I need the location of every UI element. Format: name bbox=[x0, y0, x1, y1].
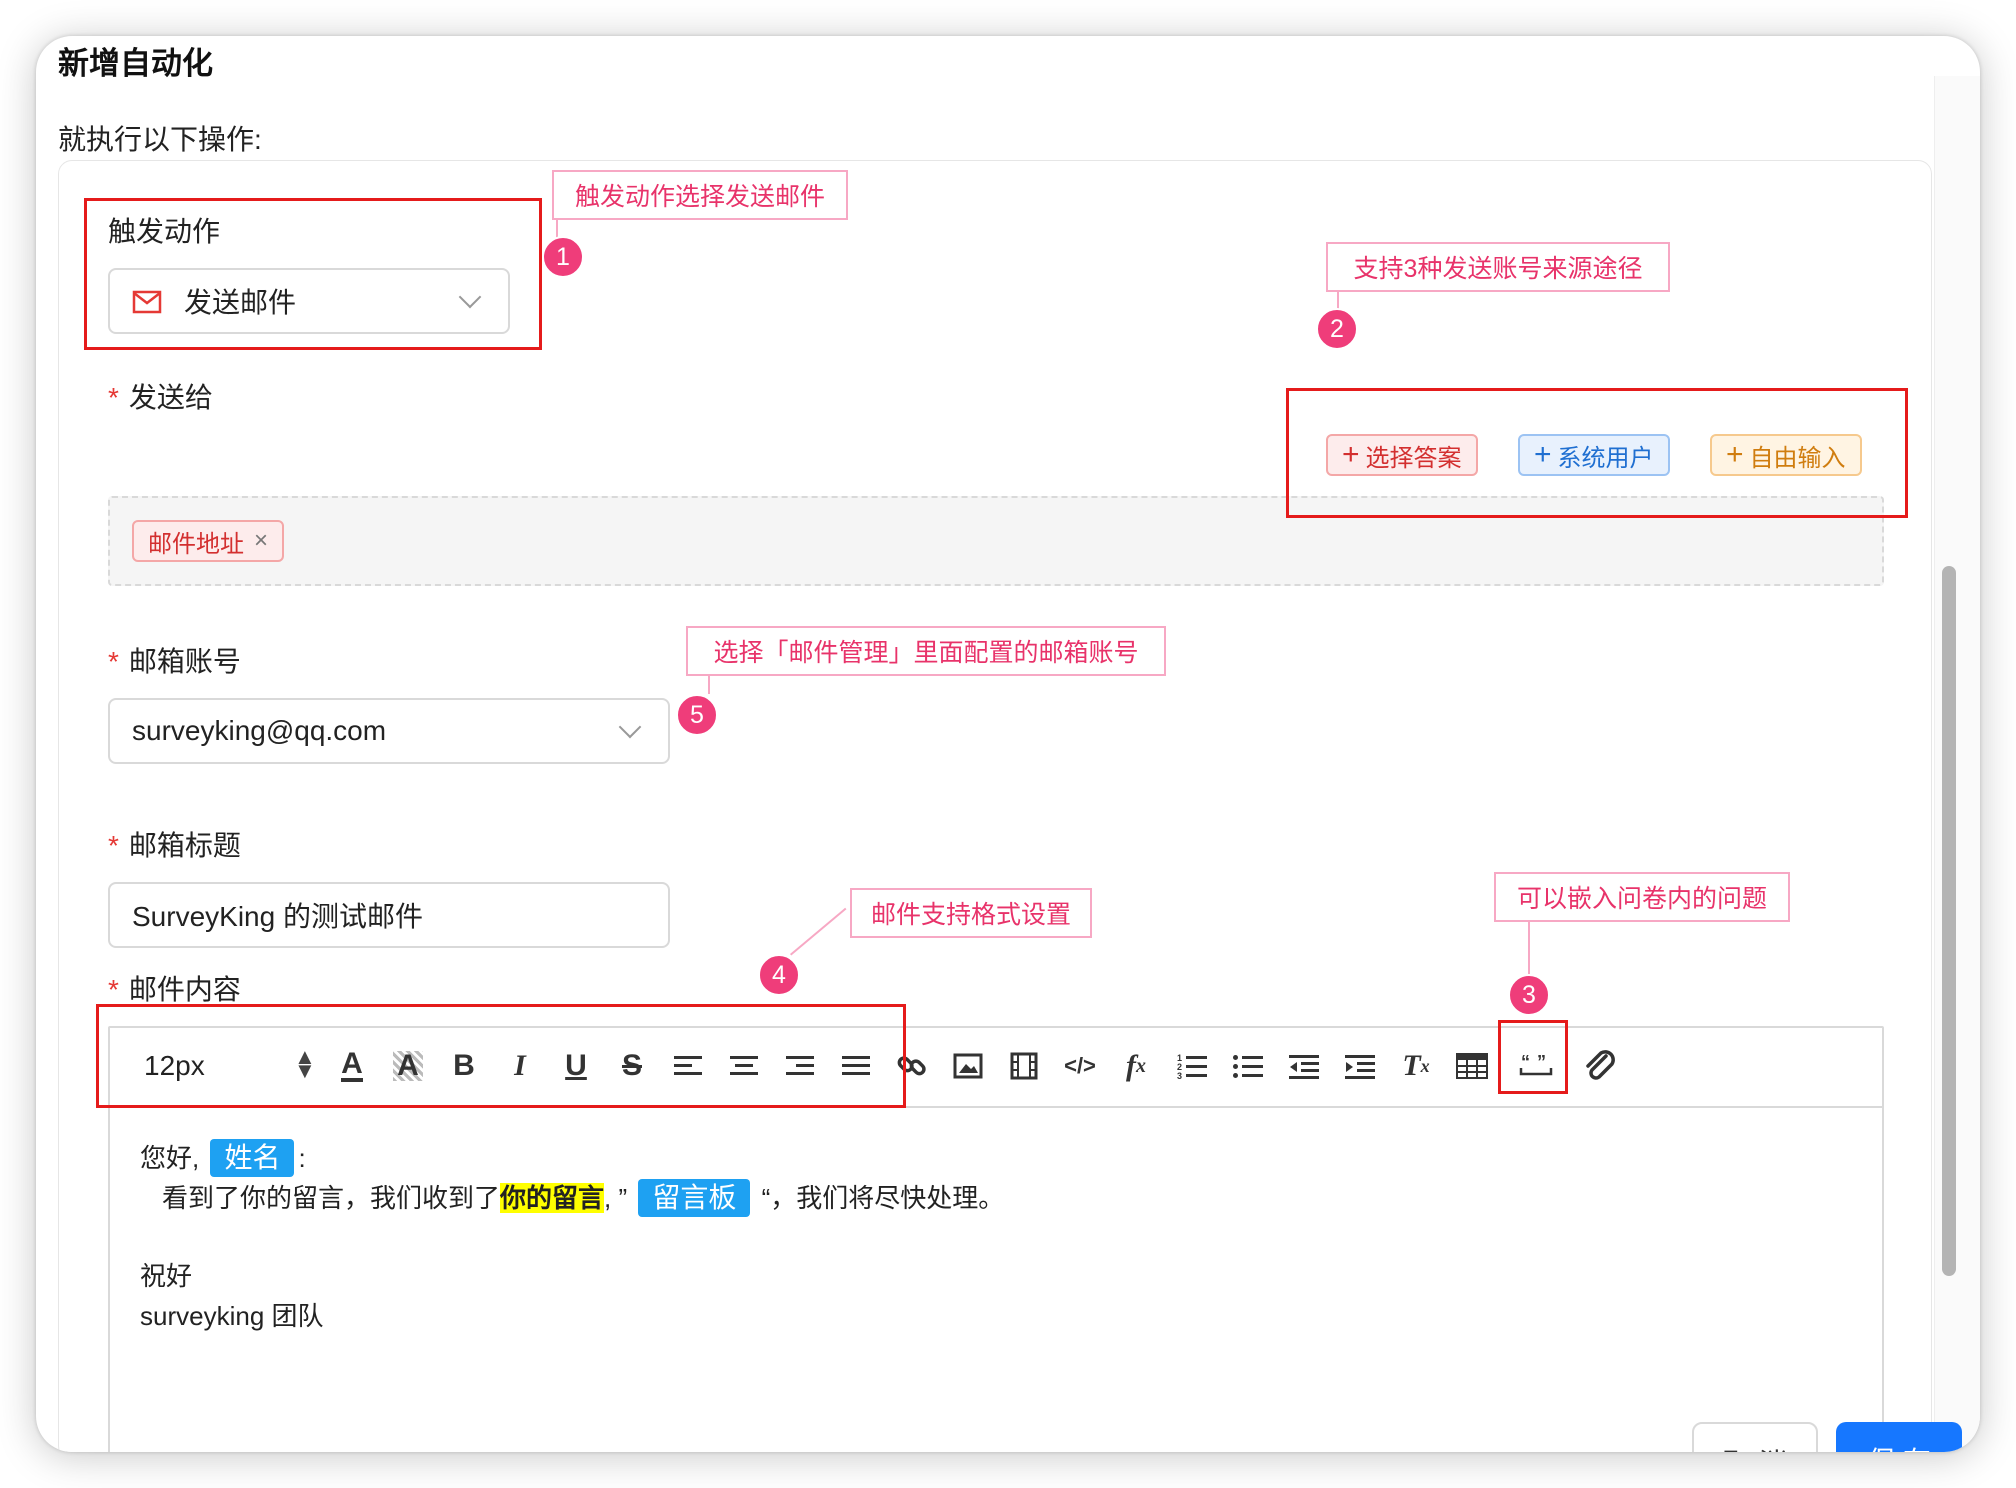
image-icon[interactable] bbox=[948, 1046, 988, 1086]
plus-icon: + bbox=[1726, 438, 1744, 471]
highlight-box-format bbox=[96, 1004, 906, 1108]
close-icon[interactable]: × bbox=[254, 527, 269, 554]
svg-text:2: 2 bbox=[1177, 1062, 1182, 1072]
badge-5: 5 bbox=[676, 694, 718, 736]
leader-line-2 bbox=[1337, 290, 1339, 316]
plus-icon: + bbox=[1342, 438, 1360, 471]
scrollbar-thumb[interactable] bbox=[1942, 566, 1956, 1276]
mail-account-value: surveyking@qq.com bbox=[132, 715, 387, 746]
system-user-button[interactable]: +系统用户 bbox=[1518, 434, 1670, 476]
highlight-box-sources bbox=[1286, 388, 1908, 518]
greeting-line: 您好, 姓名: bbox=[140, 1138, 1004, 1178]
indent-icon[interactable] bbox=[1340, 1046, 1380, 1086]
font-size-select[interactable]: 12px bbox=[144, 1050, 205, 1081]
mail-icon bbox=[132, 289, 162, 314]
highlight-box-trigger bbox=[84, 198, 542, 350]
align-left-icon[interactable] bbox=[668, 1046, 708, 1086]
message-line: 看到了你的留言，我们收到了你的留言, ” 留言板 “，我们将尽快处理。 bbox=[140, 1178, 1004, 1218]
svg-text:3: 3 bbox=[1177, 1071, 1182, 1079]
annotation-5: 选择「邮件管理」里面配置的邮箱账号 bbox=[686, 626, 1166, 676]
italic-icon[interactable]: I bbox=[514, 1049, 526, 1082]
align-justify-icon[interactable] bbox=[836, 1046, 876, 1086]
link-icon[interactable] bbox=[892, 1046, 932, 1086]
variable-tag-board[interactable]: 留言板 bbox=[638, 1179, 751, 1217]
trigger-label: 触发动作 bbox=[108, 216, 221, 247]
strikethrough-icon[interactable]: S bbox=[621, 1049, 642, 1082]
variable-tag-name[interactable]: 姓名 bbox=[210, 1139, 295, 1177]
mail-account-label: *邮箱账号 bbox=[108, 646, 241, 677]
badge-4: 4 bbox=[758, 954, 800, 996]
svg-text:”: ” bbox=[1537, 1054, 1546, 1072]
section-subtitle: 就执行以下操作: bbox=[58, 124, 262, 155]
background-color-icon[interactable]: A bbox=[388, 1046, 428, 1086]
bullet-list-icon[interactable] bbox=[1228, 1046, 1268, 1086]
leader-line-3 bbox=[1528, 920, 1530, 974]
bold-icon[interactable]: B bbox=[453, 1049, 475, 1082]
code-icon[interactable]: </> bbox=[1064, 1053, 1096, 1078]
align-right-icon[interactable] bbox=[780, 1046, 820, 1086]
badge-3: 3 bbox=[1508, 974, 1550, 1016]
underline-icon[interactable]: U bbox=[565, 1049, 587, 1082]
highlight-box-embed bbox=[1498, 1020, 1568, 1094]
cancel-button[interactable]: 取 消 bbox=[1692, 1422, 1818, 1452]
signature-line: surveyking 团队 bbox=[140, 1301, 324, 1331]
badge-1: 1 bbox=[542, 236, 584, 278]
editor-toolbar: 12px ▲▼ A A B I U S bbox=[110, 1028, 1882, 1108]
scrollbar-track[interactable] bbox=[1934, 76, 1980, 1452]
svg-text:1: 1 bbox=[1177, 1053, 1182, 1063]
recipient-chip: 邮件地址× bbox=[132, 520, 285, 562]
mail-account-select[interactable]: surveyking@qq.com bbox=[108, 698, 670, 764]
send-to-label: *发送给 bbox=[108, 382, 213, 413]
video-icon[interactable] bbox=[1004, 1046, 1044, 1086]
select-answer-button[interactable]: +选择答案 bbox=[1326, 434, 1478, 476]
stepper-icon[interactable]: ▲▼ bbox=[294, 1044, 316, 1083]
trigger-value: 发送邮件 bbox=[184, 287, 297, 318]
closing-line: 祝好 bbox=[140, 1261, 193, 1291]
annotation-1: 触发动作选择发送邮件 bbox=[552, 170, 848, 220]
annotation-3: 可以嵌入问卷内的问题 bbox=[1494, 872, 1790, 922]
align-center-icon[interactable] bbox=[724, 1046, 764, 1086]
leader-line-5 bbox=[708, 672, 710, 694]
chevron-down-icon bbox=[618, 715, 642, 739]
font-color-icon[interactable]: A bbox=[341, 1047, 363, 1082]
trigger-select[interactable]: 发送邮件 bbox=[108, 268, 510, 334]
plus-icon: + bbox=[1534, 438, 1552, 471]
insert-question-icon[interactable]: “” bbox=[1516, 1046, 1556, 1086]
annotation-2: 支持3种发送账号来源途径 bbox=[1326, 242, 1670, 292]
svg-text:“: “ bbox=[1521, 1054, 1530, 1072]
free-input-button[interactable]: +自由输入 bbox=[1710, 434, 1862, 476]
table-icon[interactable] bbox=[1452, 1046, 1492, 1086]
mail-content-label: *邮件内容 bbox=[108, 974, 241, 1005]
dialog-title: 新增自动化 bbox=[58, 46, 213, 81]
mail-subject-value: SurveyKing 的测试邮件 bbox=[132, 901, 423, 932]
rich-text-editor[interactable]: 12px ▲▼ A A B I U S bbox=[108, 1026, 1884, 1452]
annotation-4: 邮件支持格式设置 bbox=[850, 888, 1092, 938]
save-button[interactable]: 保 存 bbox=[1836, 1422, 1962, 1452]
mail-subject-label: *邮箱标题 bbox=[108, 830, 241, 861]
leader-line-1 bbox=[556, 214, 558, 242]
mail-subject-input[interactable]: SurveyKing 的测试邮件 bbox=[108, 882, 670, 948]
editor-content[interactable]: 您好, 姓名: 看到了你的留言，我们收到了你的留言, ” 留言板 “，我们将尽快… bbox=[140, 1138, 1004, 1336]
recipients-box[interactable]: 邮件地址× bbox=[108, 496, 1884, 586]
attachment-icon[interactable] bbox=[1580, 1046, 1620, 1086]
outdent-icon[interactable] bbox=[1284, 1046, 1324, 1086]
badge-2: 2 bbox=[1316, 308, 1358, 350]
